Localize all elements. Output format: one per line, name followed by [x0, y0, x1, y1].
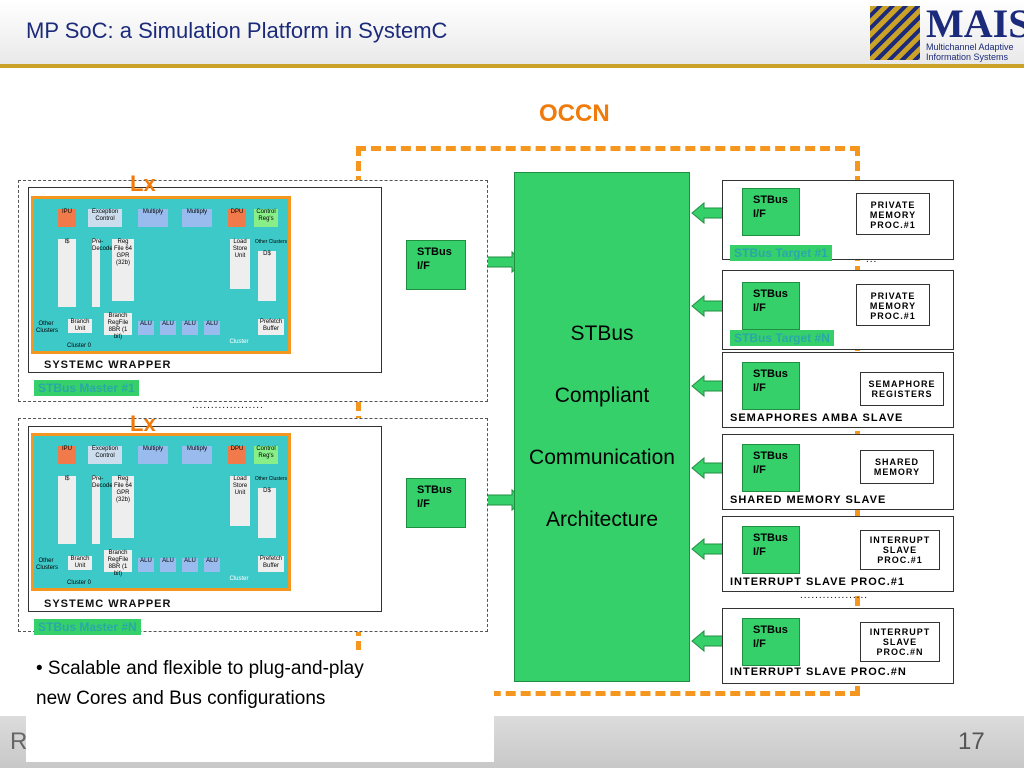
slave1-stbus-interface: STBus I/F	[742, 188, 800, 236]
slave5-label: INTERRUPT SLAVE PROC.#1	[730, 576, 905, 588]
core-cluster-label: Cluster	[229, 339, 249, 345]
core-dpu: DPU	[228, 209, 246, 227]
core-alu-4: ALU	[204, 558, 220, 572]
footer-text: R	[10, 728, 28, 755]
slave5-content: INTERRUPT SLAVE PROC.#1	[860, 530, 940, 570]
master1-lx-label: Lx	[130, 171, 156, 196]
core-exception-control: Exception Control	[88, 446, 122, 464]
masterN-lx-label: Lx	[130, 411, 156, 436]
core-alu-1: ALU	[138, 558, 154, 572]
slave3-content: SEMAPHORE REGISTERS	[860, 372, 944, 406]
core-alu-3: ALU	[182, 558, 198, 572]
slave5-stbus-interface: STBus I/F	[742, 526, 800, 574]
core-alu-4: ALU	[204, 321, 220, 335]
bullet-line-2: new Cores and Bus configurations	[36, 688, 326, 709]
bullet-line-1: • Scalable and flexible to plug-and-play	[36, 658, 364, 679]
core-reg-file: Reg File 64 GPR (32b)	[112, 476, 134, 538]
slave4-content: SHARED MEMORY	[860, 450, 934, 484]
stbus-communication-block	[514, 172, 690, 682]
core-cluster0-label: Cluster 0	[66, 343, 91, 349]
core-predecode: Pre-Decode	[92, 476, 113, 544]
core-alu-1: ALU	[138, 321, 154, 335]
occn-label: OCCN	[539, 100, 610, 127]
master1-wrapper-label: SYSTEMC WRAPPER	[44, 359, 172, 371]
master1-label: STBus Master #1	[34, 380, 139, 396]
slave4-label: SHARED MEMORY SLAVE	[730, 494, 887, 506]
slave2-stbus-interface: STBus I/F	[742, 282, 800, 330]
core-load-store: Load Store Unit	[230, 239, 250, 289]
slave3-stbus-interface: STBus I/F	[742, 362, 800, 410]
core-multiply-2: Multiply	[182, 209, 212, 227]
core-icache: I$	[58, 239, 76, 307]
masterN-lx-core: IPU Exception Control Multiply Multiply …	[31, 433, 291, 591]
core-prefetch-buffer: Prefetch Buffer	[258, 319, 284, 335]
header-divider	[0, 64, 1024, 68]
core-dpu: DPU	[228, 446, 246, 464]
core-other-clusters: Other Clusters	[254, 476, 288, 482]
core-cluster-label: Cluster	[229, 576, 249, 582]
core-multiply-2: Multiply	[182, 446, 212, 464]
page-number: 17	[958, 728, 985, 755]
slave6-content: INTERRUPT SLAVE PROC.#N	[860, 622, 940, 662]
stbus-block-line3: Communication	[529, 446, 675, 469]
logo-subtitle-1: Multichannel Adaptive	[926, 42, 1014, 52]
core-control-regs: Control Reg's	[254, 209, 278, 227]
slave4-stbus-interface: STBus I/F	[742, 444, 800, 492]
core-ipu: IPU	[58, 209, 76, 227]
stbus-block-line1: STBus	[570, 322, 634, 345]
core-multiply-1: Multiply	[138, 209, 168, 227]
slave2-label: STBus Target #N	[730, 330, 834, 346]
core-load-store: Load Store Unit	[230, 476, 250, 526]
master-ellipsis: ...................	[192, 400, 264, 411]
master1-stbus-interface: STBus I/F	[406, 240, 466, 290]
core-control-regs: Control Reg's	[254, 446, 278, 464]
slave-ellipsis: ..................	[800, 590, 869, 601]
core-alu-2: ALU	[160, 321, 176, 335]
slide-title: MP SoC: a Simulation Platform in SystemC	[26, 18, 448, 43]
core-otherc-label: Other Clusters	[36, 558, 59, 571]
core-otherc-label: Other Clusters	[36, 321, 59, 334]
slide-header	[0, 0, 1024, 64]
slave1-label: STBus Target #1	[730, 245, 832, 261]
logo-mark-icon	[870, 6, 920, 60]
core-predecode: Pre-Decode	[92, 239, 113, 307]
bullet-panel	[26, 650, 494, 762]
master1-lx-core: IPU Exception Control Multiply Multiply …	[31, 196, 291, 354]
core-dcache: D$	[258, 488, 276, 538]
mais-logo: MAIS Multichannel Adaptive Information S…	[870, 1, 1024, 62]
slave6-label: INTERRUPT SLAVE PROC.#N	[730, 666, 907, 678]
logo-subtitle-2: Information Systems	[926, 52, 1009, 62]
slave2-content: PRIVATE MEMORY PROC.#1	[856, 284, 930, 326]
bullet-text: • Scalable and flexible to plug-and-play…	[36, 654, 364, 714]
core-dcache: D$	[258, 251, 276, 301]
core-other-clusters: Other Clusters	[254, 239, 288, 245]
logo-name: MAIS	[926, 1, 1024, 46]
slave3-label: SEMAPHORES AMBA SLAVE	[730, 412, 904, 424]
stbus-block-line2: Compliant	[554, 384, 650, 407]
core-reg-file: Reg File 64 GPR (32b)	[112, 239, 134, 301]
core-alu-2: ALU	[160, 558, 176, 572]
core-cluster0-label: Cluster 0	[66, 580, 91, 586]
masterN-label: STBus Master #N	[34, 619, 141, 635]
core-exception-control: Exception Control	[88, 209, 122, 227]
core-branch-unit: Branch Unit	[68, 319, 92, 333]
masterN-wrapper-label: SYSTEMC WRAPPER	[44, 598, 172, 610]
masterN-stbus-interface: STBus I/F	[406, 478, 466, 528]
core-branch-regfile: Branch RegFile 8BR (1 bit)	[104, 313, 132, 340]
core-branch-regfile: Branch RegFile 8BR (1 bit)	[104, 550, 132, 577]
slave1-ellipsis: ...	[866, 254, 878, 265]
core-multiply-1: Multiply	[138, 446, 168, 464]
slave1-content: PRIVATE MEMORY PROC.#1	[856, 193, 930, 235]
slave6-stbus-interface: STBus I/F	[742, 618, 800, 666]
core-branch-unit: Branch Unit	[68, 556, 92, 570]
core-ipu: IPU	[58, 446, 76, 464]
core-icache: I$	[58, 476, 76, 544]
core-prefetch-buffer: Prefetch Buffer	[258, 556, 284, 572]
stbus-block-line4: Architecture	[545, 508, 659, 531]
core-alu-3: ALU	[182, 321, 198, 335]
